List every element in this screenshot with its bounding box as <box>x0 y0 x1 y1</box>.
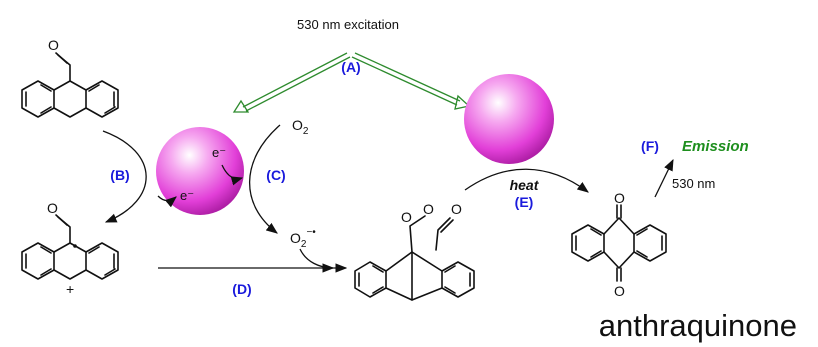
step-label-d: (D) <box>232 281 251 297</box>
photocatalyst-sphere-right <box>464 74 554 164</box>
peroxide-oxygen-1: O <box>401 209 412 225</box>
superoxide-label: O2−• <box>290 227 316 250</box>
radical-dot <box>73 244 77 248</box>
photocatalyst-sphere-left <box>156 127 244 215</box>
arrow-c <box>249 124 281 234</box>
molecule-endoperoxide: O O O <box>354 201 475 301</box>
molecule-aldehyde: O <box>21 37 119 118</box>
emission-wavelength: 530 nm <box>672 176 715 191</box>
molecule-radical-cation: O + <box>21 200 119 297</box>
peroxide-oxygen-2: O <box>423 201 434 217</box>
step-label-c: (C) <box>266 167 285 183</box>
step-label-e: (E) <box>515 194 534 210</box>
step-label-a: (A) <box>341 59 360 75</box>
electron-label-bottom: e⁻ <box>180 188 194 203</box>
excitation-label: 530 nm excitation <box>297 17 399 32</box>
aldehyde-oxygen: O <box>48 37 59 53</box>
product-name: anthraquinone <box>599 308 797 343</box>
molecule-anthraquinone: O O <box>571 190 667 299</box>
emission-label: Emission <box>682 138 749 155</box>
quinone-oxygen-bottom: O <box>614 283 625 299</box>
oxygen-label: O2 <box>292 117 309 137</box>
radical-oxygen: O <box>47 200 58 216</box>
step-label-b: (B) <box>110 167 129 183</box>
emission-arrow <box>654 158 674 198</box>
arrow-b <box>102 130 147 223</box>
heat-label: heat <box>510 177 540 193</box>
excitation-arrows <box>232 52 471 113</box>
quinone-oxygen-top: O <box>614 190 625 206</box>
arrow-e <box>464 168 589 193</box>
step-label-f: (F) <box>641 138 659 154</box>
electron-label-top: e⁻ <box>212 145 226 160</box>
carbonyl-oxygen: O <box>451 201 462 217</box>
cation-charge: + <box>66 281 74 297</box>
